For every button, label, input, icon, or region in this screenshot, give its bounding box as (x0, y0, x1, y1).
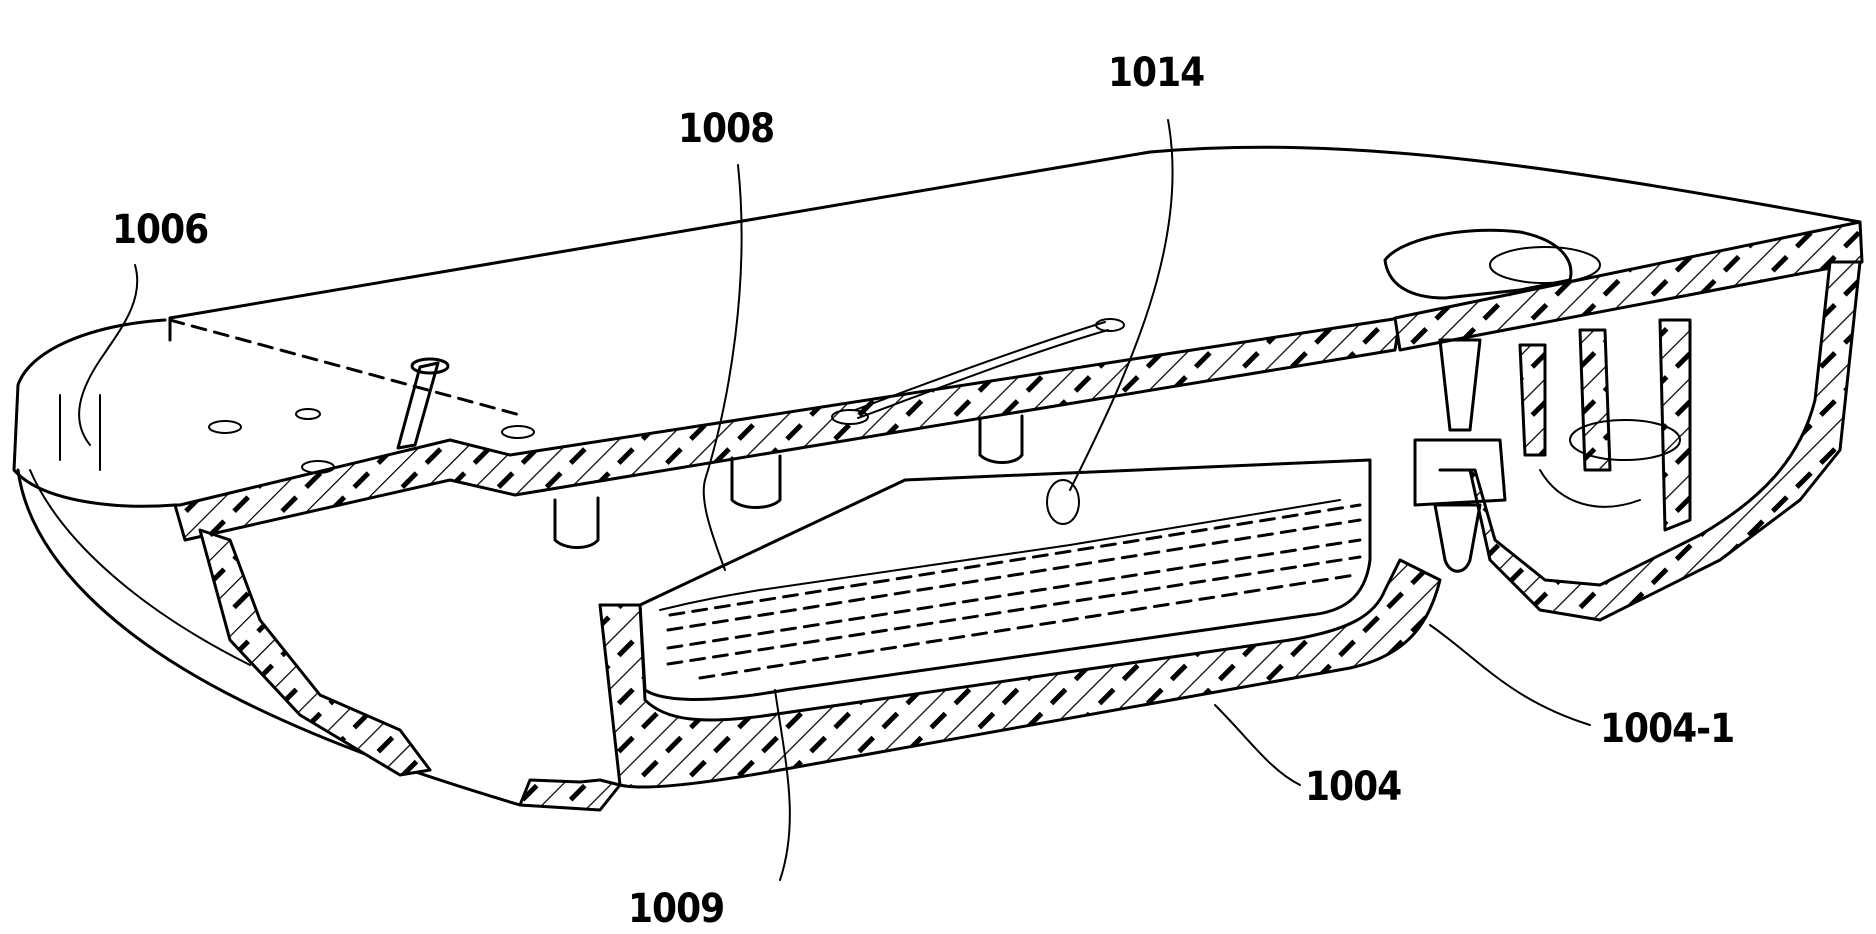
bubble-1014 (1047, 480, 1079, 524)
leader-1006 (79, 265, 137, 445)
label-1004-1: 1004-1 (1600, 706, 1734, 752)
label-1014: 1014 (1108, 50, 1204, 96)
leader-1004-1 (1430, 625, 1590, 725)
top-cover-plate (170, 147, 1862, 540)
leader-1004 (1215, 705, 1300, 785)
label-1004: 1004 (1305, 764, 1401, 810)
label-1009: 1009 (628, 886, 724, 932)
housing-left-end (14, 320, 520, 805)
label-1008: 1008 (678, 106, 774, 152)
label-1006: 1006 (112, 207, 208, 253)
leader-1014 (1070, 120, 1173, 490)
housing-wall-1004 (200, 530, 1440, 810)
